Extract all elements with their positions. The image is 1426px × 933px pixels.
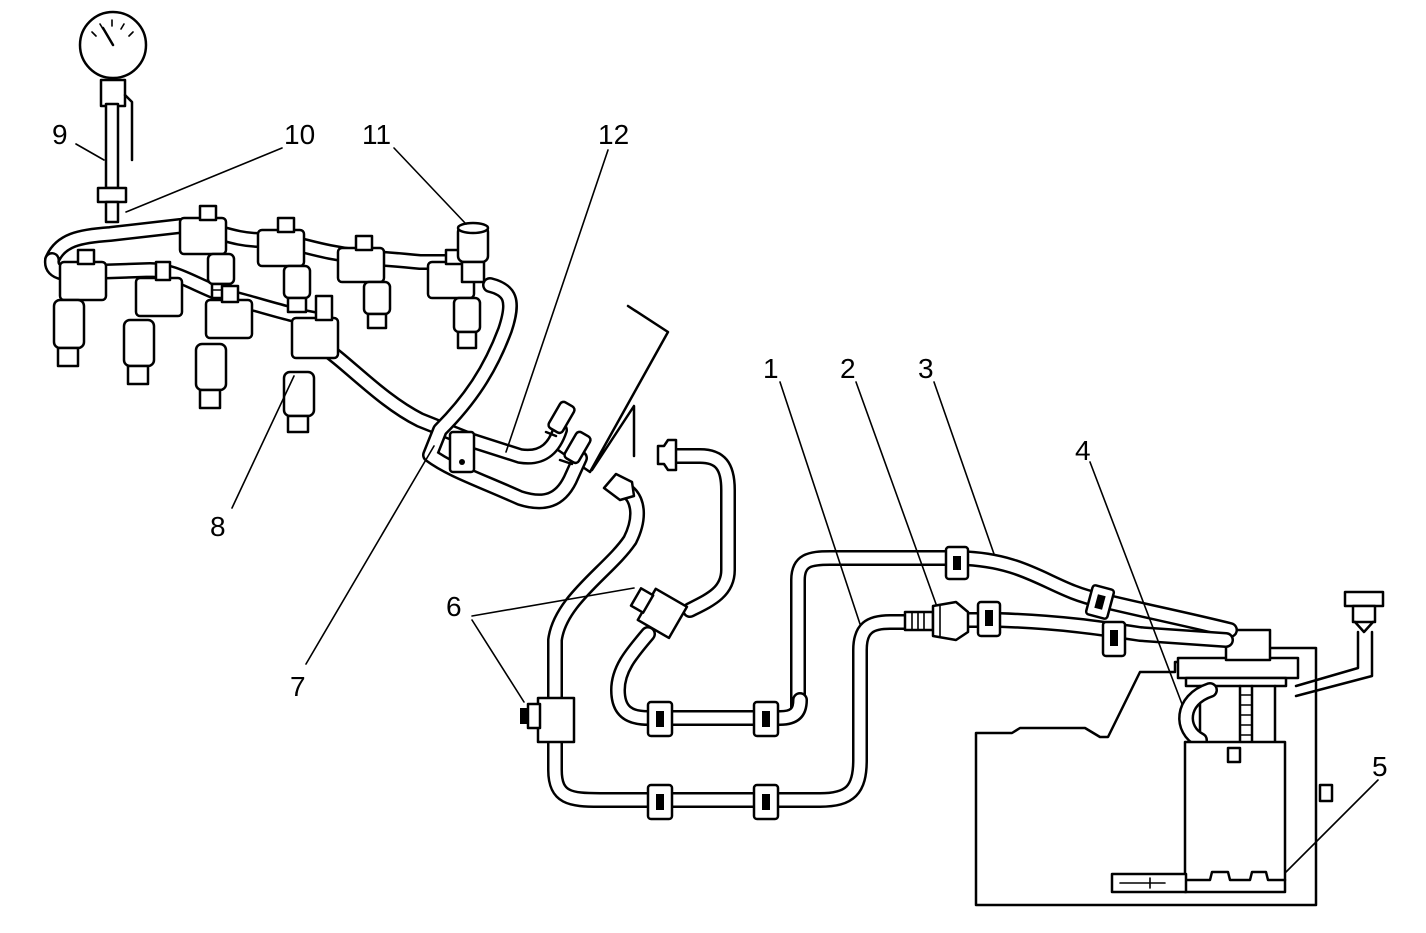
callout-1: 1 bbox=[763, 353, 779, 384]
fuel-injectors bbox=[52, 204, 482, 434]
callout-7: 7 bbox=[290, 671, 306, 702]
callout-9: 9 bbox=[52, 119, 68, 150]
callout-5: 5 bbox=[1372, 751, 1388, 782]
callout-6: 6 bbox=[446, 591, 462, 622]
fuel-pump-module bbox=[1110, 628, 1300, 894]
callout-8: 8 bbox=[210, 511, 226, 542]
fuel-pressure-gauge bbox=[78, 10, 148, 224]
callout-2: 2 bbox=[840, 353, 856, 384]
callout-11: 11 bbox=[362, 119, 391, 150]
callout-labels: 1 2 3 4 5 6 7 8 9 10 11 12 bbox=[52, 119, 1388, 782]
fuel-filter bbox=[903, 600, 970, 642]
filler-neck bbox=[1294, 590, 1385, 698]
fuel-injector bbox=[178, 204, 236, 300]
feed-hose bbox=[547, 600, 1234, 821]
fuel-injector bbox=[256, 216, 312, 314]
callout-3: 3 bbox=[918, 353, 934, 384]
fuel-injector bbox=[52, 248, 108, 368]
fuel-injector bbox=[122, 260, 184, 386]
callout-4: 4 bbox=[1075, 435, 1091, 466]
leader-lines bbox=[75, 143, 1379, 873]
fuel-injector bbox=[194, 284, 254, 410]
fuel-pressure-regulator bbox=[456, 221, 490, 284]
supply-hose bbox=[547, 472, 645, 713]
callout-10: 10 bbox=[284, 119, 315, 150]
callout-12: 12 bbox=[598, 119, 629, 150]
vapor-hose bbox=[790, 545, 1238, 718]
fuel-lines bbox=[312, 277, 592, 510]
return-hose bbox=[610, 438, 808, 738]
quick-connect-fitting bbox=[520, 587, 689, 744]
fuel-injector bbox=[336, 234, 392, 330]
